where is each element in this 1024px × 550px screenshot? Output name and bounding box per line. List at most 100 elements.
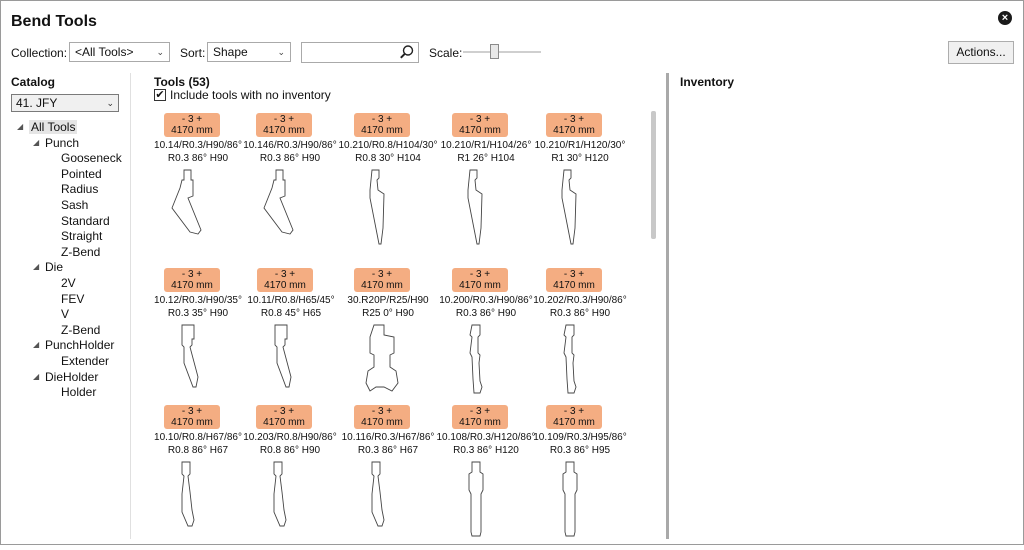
checkmark-icon: ✔ — [155, 89, 165, 101]
slider-thumb[interactable] — [490, 44, 499, 59]
tool-profile-drawing — [562, 461, 578, 537]
inventory-stepper[interactable]: - 3 +4170 mm — [257, 268, 313, 292]
tool-spec: R25 0° H90 — [362, 308, 414, 319]
inventory-stepper[interactable]: - 3 +4170 mm — [256, 405, 312, 429]
inventory-stepper[interactable]: - 3 +4170 mm — [354, 113, 410, 137]
expand-arrow-icon[interactable]: ◢ — [33, 262, 40, 272]
stepper-quantity[interactable]: - 3 + — [181, 269, 203, 280]
catalog-value: 41. JFY — [16, 96, 58, 110]
include-inventory-checkbox[interactable]: ✔ — [154, 89, 166, 101]
actions-button[interactable]: Actions... — [948, 41, 1014, 64]
tree-item-radius[interactable]: Radius — [61, 181, 98, 197]
tree-item-sash[interactable]: Sash — [61, 197, 88, 213]
expand-arrow-icon[interactable]: ◢ — [33, 371, 40, 381]
tree-item-v[interactable]: V — [61, 306, 69, 322]
tree-item-gooseneck[interactable]: Gooseneck — [61, 150, 122, 166]
inventory-stepper[interactable]: - 3 +4170 mm — [164, 113, 220, 137]
stepper-quantity[interactable]: - 3 + — [274, 269, 296, 280]
tools-scrollbar[interactable] — [651, 111, 656, 239]
tool-name: 10.14/R0.3/H90/86° — [154, 140, 242, 151]
tree-item-z-bend[interactable]: Z-Bend — [61, 244, 100, 260]
tool-profile-drawing — [171, 169, 202, 235]
tree-item-fev[interactable]: FEV — [61, 291, 84, 307]
tree-item-label: All Tools — [29, 120, 78, 134]
stepper-quantity[interactable]: - 3 + — [371, 269, 393, 280]
stepper-quantity[interactable]: - 3 + — [469, 269, 491, 280]
inventory-splitter[interactable] — [666, 73, 669, 539]
tree-item-punch[interactable]: ◢Punch — [33, 135, 79, 151]
tool-profile-drawing — [273, 461, 287, 527]
inventory-stepper[interactable]: - 3 +4170 mm — [354, 268, 410, 292]
tool-profile-drawing — [263, 169, 294, 235]
tree-item-standard[interactable]: Standard — [61, 213, 110, 229]
tree-item-label: Standard — [61, 213, 110, 228]
inventory-heading: Inventory — [680, 75, 735, 89]
close-icon[interactable]: × — [998, 11, 1012, 25]
stepper-quantity[interactable]: - 3 + — [469, 114, 491, 125]
tree-item-z-bend[interactable]: Z-Bend — [61, 322, 100, 338]
inventory-stepper[interactable]: - 3 +4170 mm — [164, 268, 220, 292]
stepper-quantity[interactable]: - 3 + — [469, 406, 491, 417]
inventory-stepper[interactable]: - 3 +4170 mm — [256, 113, 312, 137]
tool-profile-drawing — [274, 324, 292, 388]
inventory-stepper[interactable]: - 3 +4170 mm — [452, 113, 508, 137]
inventory-stepper[interactable]: - 3 +4170 mm — [354, 405, 410, 429]
stepper-quantity[interactable]: - 3 + — [371, 406, 393, 417]
expand-arrow-icon[interactable]: ◢ — [17, 122, 24, 131]
inventory-stepper[interactable]: - 3 +4170 mm — [164, 405, 220, 429]
stepper-quantity[interactable]: - 3 + — [273, 406, 295, 417]
inventory-stepper[interactable]: - 3 +4170 mm — [452, 405, 508, 429]
tree-item-2v[interactable]: 2V — [61, 275, 76, 291]
slider-track — [463, 51, 541, 53]
stepper-quantity[interactable]: - 3 + — [181, 406, 203, 417]
stepper-quantity[interactable]: - 3 + — [273, 114, 295, 125]
tree-item-extender[interactable]: Extender — [61, 353, 109, 369]
tool-length: 4170 mm — [361, 280, 403, 291]
tree-item-all-tools[interactable]: ◢ All Tools — [17, 119, 78, 135]
search-icon[interactable] — [399, 44, 415, 60]
stepper-quantity[interactable]: - 3 + — [563, 406, 585, 417]
tree-item-die[interactable]: ◢Die — [33, 259, 63, 275]
collection-dropdown[interactable]: <All Tools> ⌄ — [69, 42, 170, 62]
expand-arrow-icon[interactable]: ◢ — [33, 137, 40, 147]
tree-item-label: Sash — [61, 198, 89, 212]
inventory-stepper[interactable]: - 3 +4170 mm — [546, 405, 602, 429]
stepper-quantity[interactable]: - 3 + — [181, 114, 203, 125]
tree-item-dieholder[interactable]: ◢DieHolder — [33, 369, 98, 385]
tree-item-punchholder[interactable]: ◢PunchHolder — [33, 337, 114, 353]
stepper-quantity[interactable]: - 3 + — [563, 269, 585, 280]
inventory-stepper[interactable]: - 3 +4170 mm — [546, 268, 602, 292]
tree-item-holder[interactable]: Holder — [61, 384, 96, 400]
stepper-quantity[interactable]: - 3 + — [371, 114, 393, 125]
tool-name: 10.202/R0.3/H90/86° — [533, 295, 627, 306]
tools-heading: Tools (53) — [154, 75, 210, 89]
tool-length: 4170 mm — [263, 417, 305, 428]
tool-profile-drawing — [561, 169, 577, 245]
sort-dropdown[interactable]: Shape ⌄ — [207, 42, 291, 62]
catalog-dropdown[interactable]: 41. JFY ⌄ — [11, 94, 119, 112]
scale-slider[interactable] — [463, 43, 541, 61]
search-input[interactable] — [301, 42, 419, 63]
tree-item-pointed[interactable]: Pointed — [61, 166, 102, 182]
inventory-stepper[interactable]: - 3 +4170 mm — [546, 113, 602, 137]
tree-item-straight[interactable]: Straight — [61, 228, 102, 244]
expand-arrow-icon[interactable]: ◢ — [33, 340, 40, 350]
tool-spec: R0.3 86° H90 — [455, 308, 517, 319]
inventory-stepper[interactable]: - 3 +4170 mm — [452, 268, 508, 292]
stepper-quantity[interactable]: - 3 + — [563, 114, 585, 125]
